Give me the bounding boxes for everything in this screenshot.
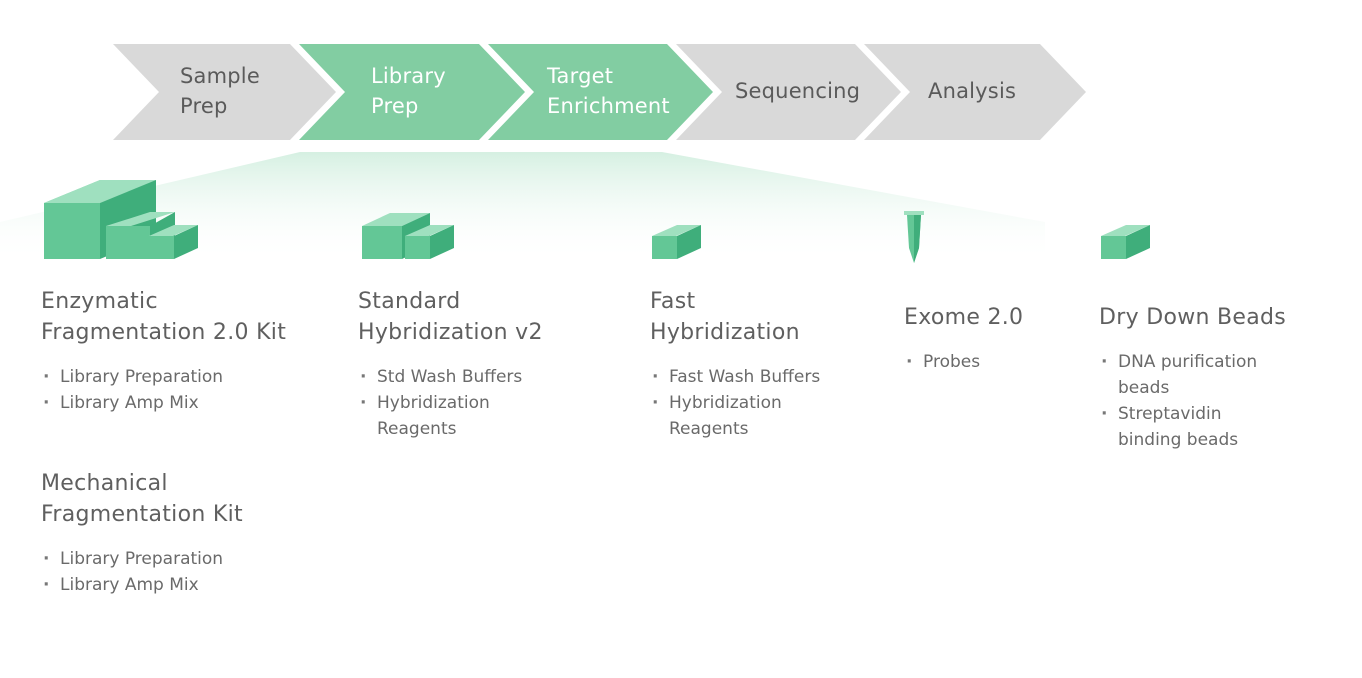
single-cube-icon bbox=[1101, 225, 1150, 259]
single-cube-icon bbox=[652, 225, 701, 259]
step-chevron-target-enrichment bbox=[488, 44, 713, 140]
component-list: Library Preparation Library Amp Mix bbox=[41, 546, 341, 598]
component-item: Library Preparation bbox=[41, 364, 341, 390]
product-exome: Exome 2.0 Probes bbox=[904, 302, 1084, 375]
component-list: Library Preparation Library Amp Mix bbox=[41, 364, 341, 416]
product-fast-hybridization: Fast Hybridization Fast Wash Buffers Hyb… bbox=[650, 286, 890, 442]
step-label-analysis: Analysis bbox=[928, 79, 1017, 103]
probe-tube-icon bbox=[904, 211, 924, 263]
step-chevron-sample-prep bbox=[113, 44, 336, 140]
two-cubes-icon bbox=[362, 213, 454, 259]
step-label-sequencing: Sequencing bbox=[735, 79, 861, 103]
step-chevron-sequencing bbox=[676, 44, 901, 140]
component-item: Library Amp Mix bbox=[41, 390, 341, 416]
product-enzymatic-fragmentation: Enzymatic Fragmentation 2.0 Kit Library … bbox=[41, 286, 341, 416]
product-title: Dry Down Beads bbox=[1099, 305, 1287, 330]
step-label-sample-prep: Sample Prep bbox=[180, 64, 260, 118]
enrichment-glow bbox=[0, 152, 1045, 262]
component-list: DNA purification beads Streptavidin bind… bbox=[1099, 349, 1339, 453]
product-title: Standard Hybridization v2 bbox=[358, 289, 543, 345]
component-list: Std Wash Buffers Hybridization Reagents bbox=[358, 364, 618, 442]
component-item: Hybridization Reagents bbox=[650, 390, 890, 442]
step-chevron-analysis bbox=[864, 44, 1086, 140]
product-dry-down-beads: Dry Down Beads DNA purification beads St… bbox=[1099, 302, 1339, 453]
product-mechanical-fragmentation: Mechanical Fragmentation Kit Library Pre… bbox=[41, 468, 341, 598]
product-standard-hybridization: Standard Hybridization v2 Std Wash Buffe… bbox=[358, 286, 618, 442]
product-title: Fast Hybridization bbox=[650, 289, 800, 345]
product-title: Enzymatic Fragmentation 2.0 Kit bbox=[41, 289, 287, 345]
step-chevron-library-prep bbox=[299, 44, 525, 140]
component-item: Library Amp Mix bbox=[41, 572, 341, 598]
workflow-graphics bbox=[0, 44, 1150, 263]
step-label-library-prep: Library Prep bbox=[371, 64, 446, 118]
component-item: Library Preparation bbox=[41, 546, 341, 572]
three-cubes-icon bbox=[44, 180, 198, 259]
component-list: Fast Wash Buffers Hybridization Reagents bbox=[650, 364, 890, 442]
component-item: Hybridization Reagents bbox=[358, 390, 618, 442]
component-item: Fast Wash Buffers bbox=[650, 364, 890, 390]
component-item: Std Wash Buffers bbox=[358, 364, 618, 390]
component-item: Probes bbox=[904, 349, 1084, 375]
product-title: Mechanical Fragmentation Kit bbox=[41, 471, 243, 527]
step-label-target-enrichment: Target Enrichment bbox=[547, 64, 670, 118]
component-item: DNA purification beads bbox=[1099, 349, 1339, 401]
component-item: Streptavidin binding beads bbox=[1099, 401, 1339, 453]
component-list: Probes bbox=[904, 349, 1084, 375]
product-title: Exome 2.0 bbox=[904, 305, 1024, 330]
